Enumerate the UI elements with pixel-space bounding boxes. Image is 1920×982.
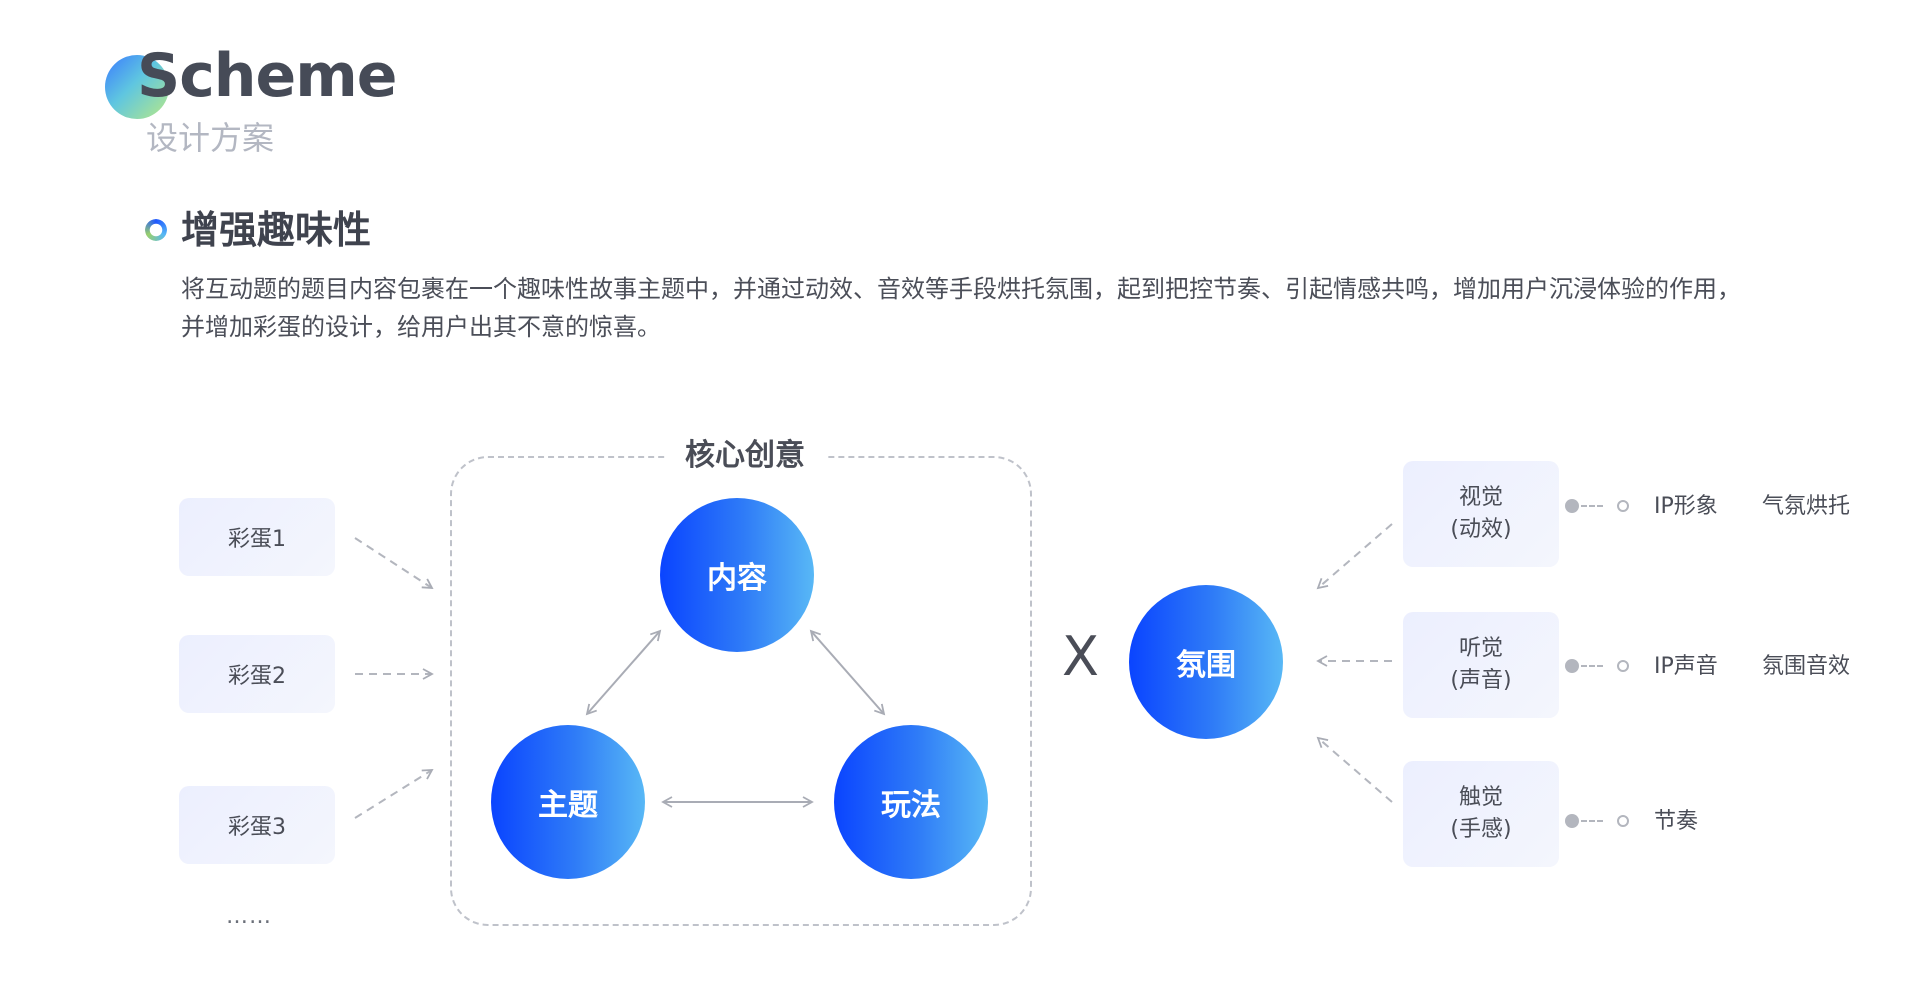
connector-dash — [1581, 820, 1603, 822]
tag-ambient-sound: 氛围音效 — [1762, 654, 1851, 679]
arrow-egg3-to-core — [354, 769, 434, 819]
multiply-sign: X — [1062, 625, 1099, 688]
ring-bullet-icon — [145, 219, 167, 241]
sense-box-touch: 触觉 (手感) — [1403, 761, 1559, 867]
sense-visual-name: 视觉 — [1458, 485, 1503, 510]
tag-atmosphere-build: 气氛烘托 — [1762, 494, 1851, 519]
sense-visual-note: (动效) — [1450, 517, 1512, 542]
arrow-touch-to-atmosphere — [1316, 736, 1393, 803]
connector-dot-solid-icon — [1565, 499, 1579, 513]
page-subtitle: 设计方案 — [146, 119, 275, 157]
circle-gameplay: 玩法 — [834, 725, 988, 879]
arrow-visual-to-atmosphere — [1316, 523, 1393, 590]
section-description: 将互动题的题目内容包裹在一个趣味性故事主题中，并通过动效、音效等手段烘托氛围，起… — [181, 275, 1741, 341]
connector-dot-hollow-icon — [1617, 660, 1629, 672]
connector-dot-solid-icon — [1565, 659, 1579, 673]
egg-box-2: 彩蛋2 — [179, 635, 335, 713]
core-idea-label: 核心创意 — [665, 434, 825, 478]
connector-dot-hollow-icon — [1617, 815, 1629, 827]
tag-rhythm: 节奏 — [1654, 809, 1699, 834]
circle-theme: 主题 — [491, 725, 645, 879]
sense-audio-note: (声音) — [1450, 668, 1512, 693]
connector-dot-hollow-icon — [1617, 500, 1629, 512]
sense-box-audio: 听觉 (声音) — [1403, 612, 1559, 718]
sense-audio-name: 听觉 — [1458, 636, 1503, 661]
section-title: 增强趣味性 — [181, 208, 372, 252]
arrow-content-theme — [585, 629, 662, 716]
tag-ip-image: IP形象 — [1654, 494, 1718, 519]
tag-ip-voice: IP声音 — [1654, 654, 1718, 679]
arrow-content-gameplay — [809, 629, 886, 716]
egg-box-1: 彩蛋1 — [179, 498, 335, 576]
connector-dash — [1581, 665, 1603, 667]
page-title: Scheme — [137, 41, 397, 111]
connector-dash — [1581, 505, 1603, 507]
sense-touch-name: 触觉 — [1458, 785, 1503, 810]
arrow-egg1-to-core — [354, 537, 434, 590]
logo-orb-icon — [105, 55, 169, 119]
egg-ellipsis: …… — [226, 904, 272, 929]
circle-atmosphere: 氛围 — [1129, 585, 1283, 739]
connector-dot-solid-icon — [1565, 814, 1579, 828]
sense-touch-note: (手感) — [1450, 817, 1512, 842]
sense-box-visual: 视觉 (动效) — [1403, 461, 1559, 567]
circle-content: 内容 — [660, 498, 814, 652]
egg-box-3: 彩蛋3 — [179, 786, 335, 864]
